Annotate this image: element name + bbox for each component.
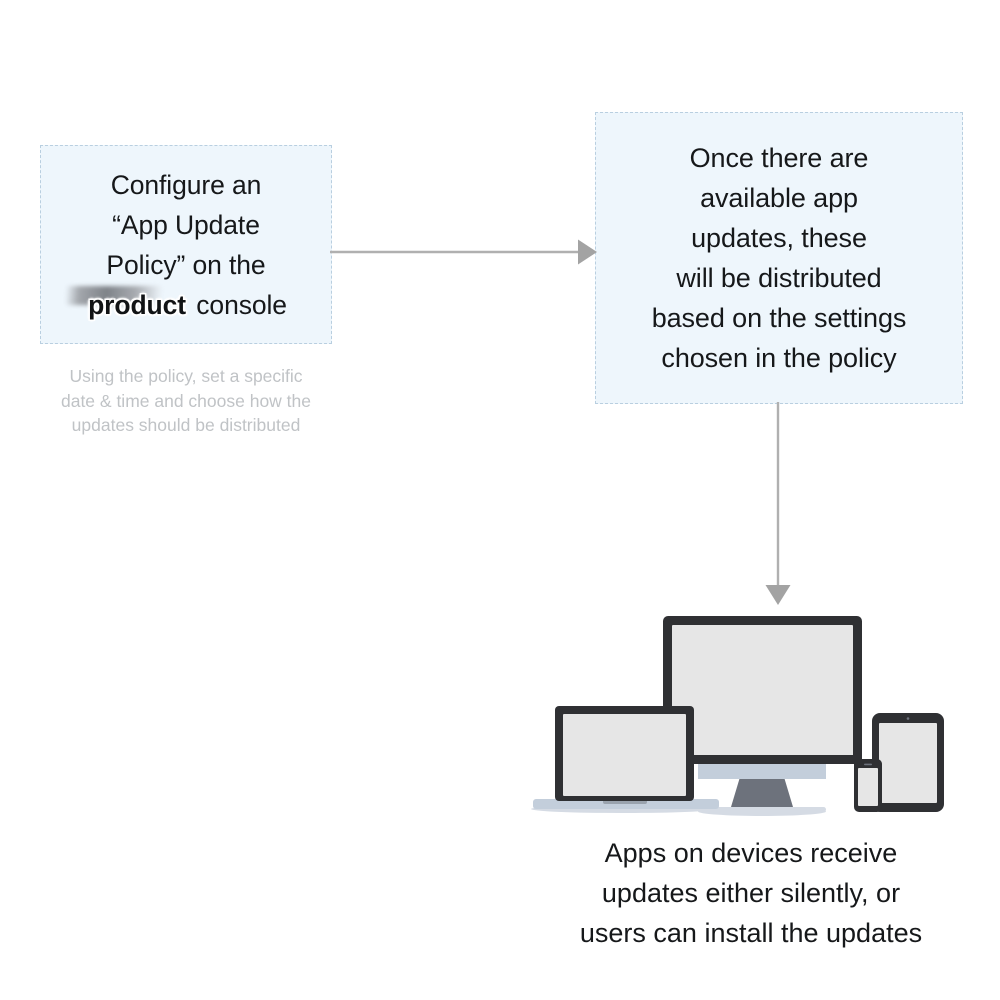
smartphone-icon	[854, 759, 882, 812]
device-illustration	[531, 616, 944, 816]
tablet-icon	[872, 713, 944, 812]
arrow-distribute-to-devices	[765, 402, 791, 605]
policy-text-tail: console	[189, 289, 287, 320]
redacted-product-word: product	[88, 289, 187, 320]
flow-box-distribute-updates-text: Once there are available app updates, th…	[651, 143, 907, 373]
flow-box-distribute-updates: Once there are available app updates, th…	[595, 112, 963, 404]
flow-box-configure-policy-text: Configure an “App Update Policy” on the …	[79, 165, 293, 325]
desktop-monitor-icon	[663, 616, 862, 816]
laptop-icon	[531, 706, 719, 813]
caption-devices-receive-updates: Apps on devices receive updates either s…	[579, 838, 923, 948]
caption-configure-policy: Using the policy, set a specific date & …	[60, 366, 312, 435]
policy-text-line-part: Configure an “App Update Policy” on the	[106, 169, 266, 280]
flow-box-configure-policy: Configure an “App Update Policy” on the …	[40, 145, 332, 344]
arrow-policy-to-distribute	[330, 239, 597, 265]
